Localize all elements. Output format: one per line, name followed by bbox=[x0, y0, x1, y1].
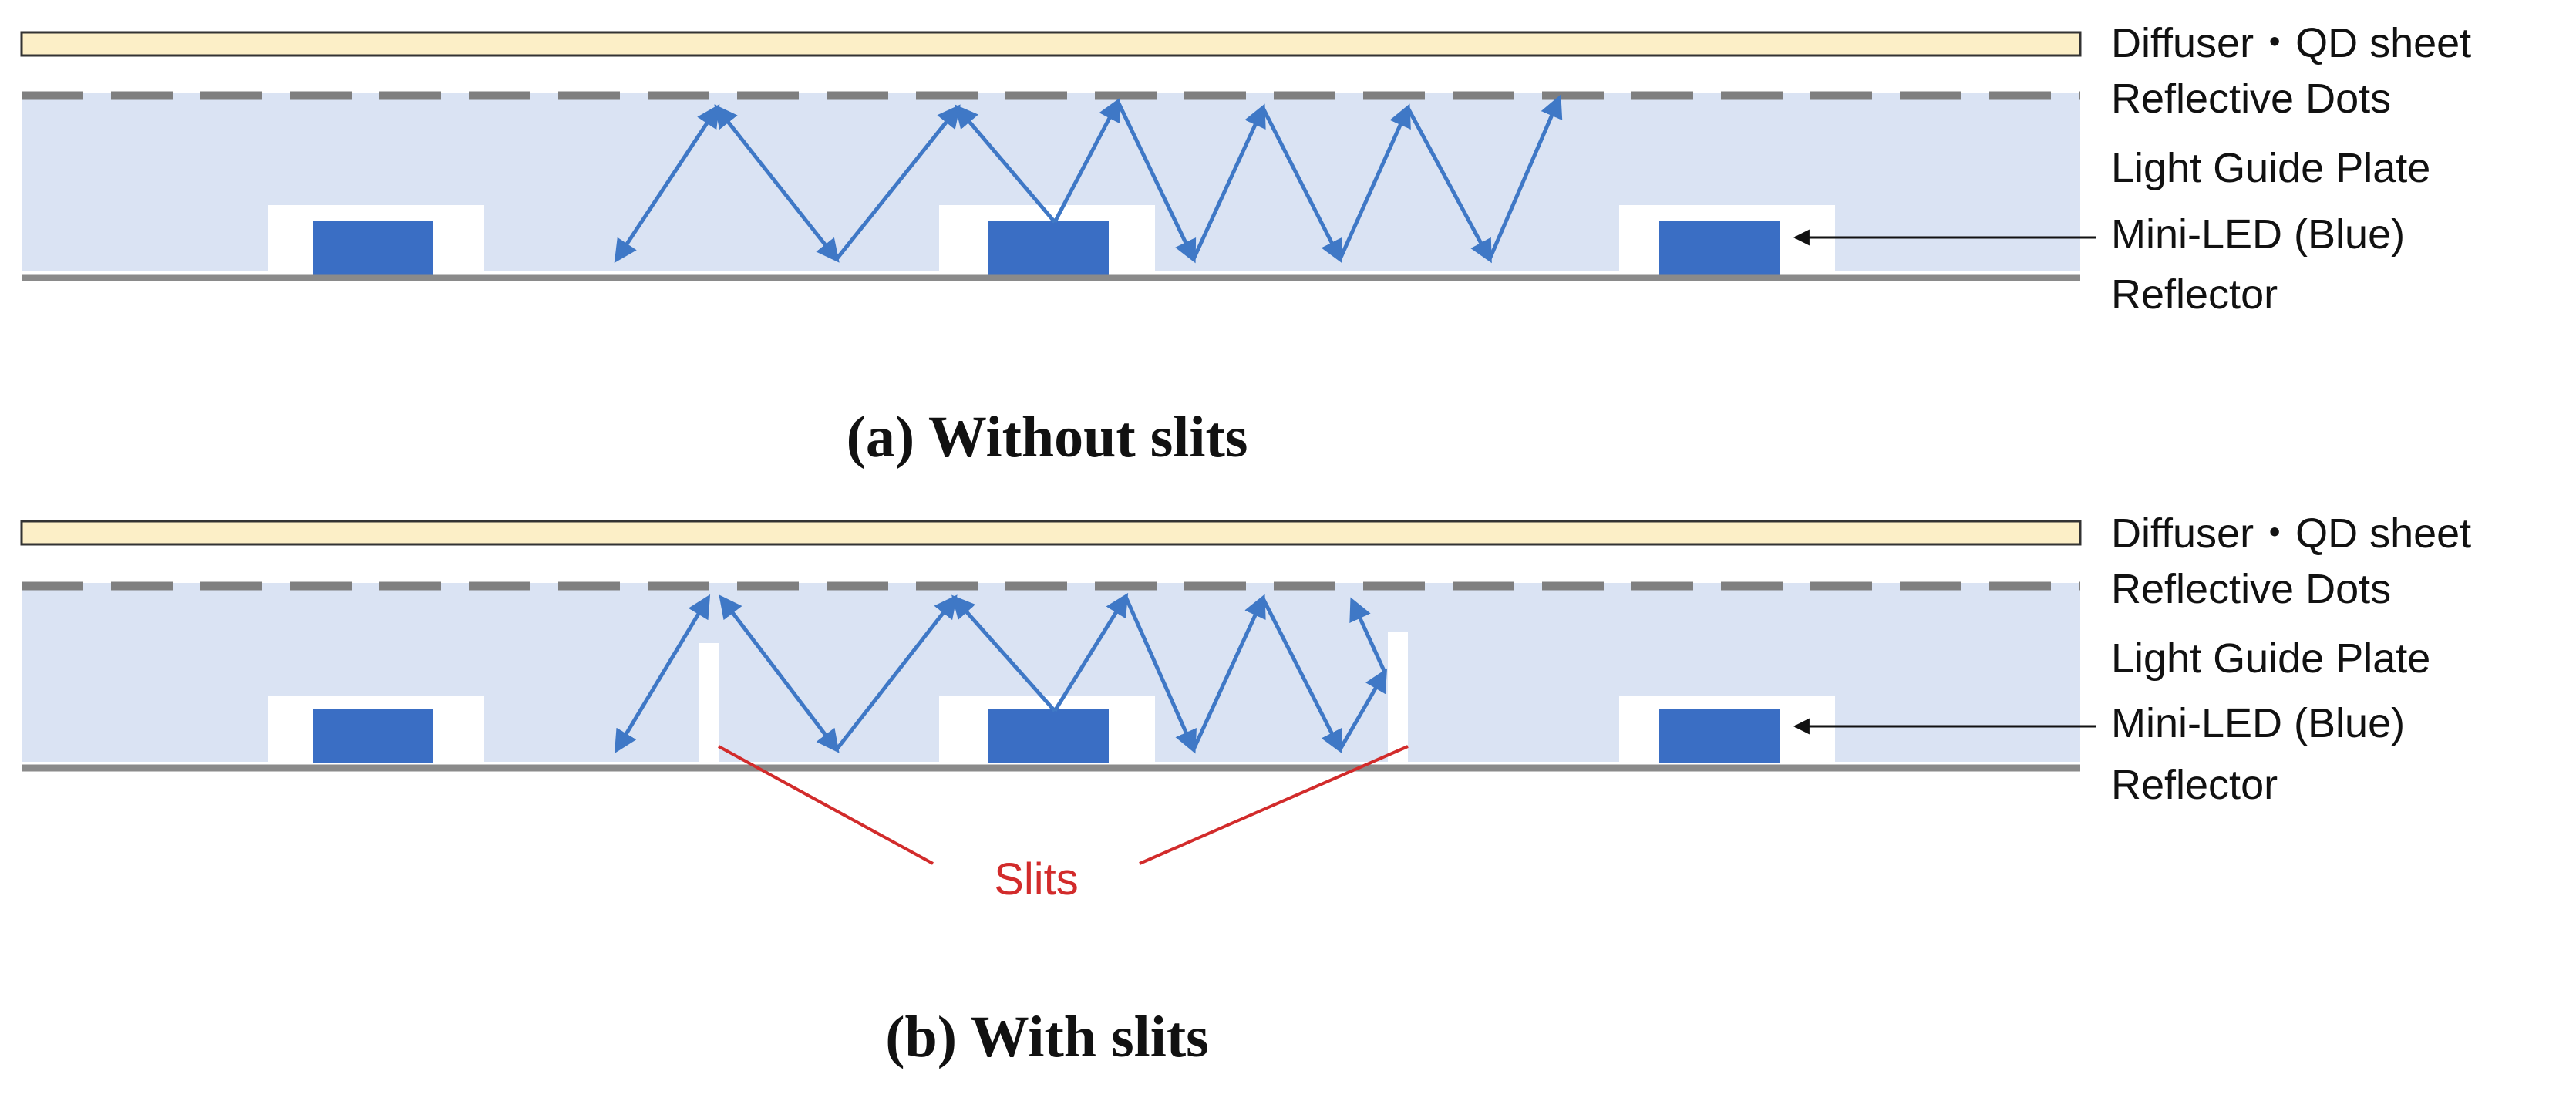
mini-leds-a bbox=[313, 221, 1780, 274]
slit-callout: Slits bbox=[718, 745, 1409, 904]
label-diffuser: Diffuser・QD sheet bbox=[2111, 510, 2471, 557]
slits-label: Slits bbox=[994, 854, 1079, 904]
label-mini-led: Mini-LED (Blue) bbox=[2111, 211, 2405, 258]
light-ray bbox=[1261, 106, 1342, 264]
layer-labels-b: Diffuser・QD sheet Reflective Dots Light … bbox=[2111, 510, 2471, 808]
mini-leds-b bbox=[313, 709, 1780, 763]
light-ray bbox=[1191, 103, 1266, 261]
light-ray bbox=[1338, 668, 1388, 751]
mini-led bbox=[313, 709, 433, 763]
light-ray bbox=[614, 103, 720, 264]
light-ray bbox=[1052, 592, 1129, 712]
slit bbox=[1388, 632, 1408, 766]
light-ray bbox=[1261, 597, 1342, 754]
light-ray bbox=[1191, 594, 1266, 751]
label-reflector: Reflector bbox=[2111, 271, 2278, 318]
light-ray bbox=[719, 594, 840, 753]
light-rays-a bbox=[614, 94, 1563, 264]
slit bbox=[699, 643, 719, 766]
label-light-guide-plate: Light Guide Plate bbox=[2111, 145, 2430, 191]
slit-callout-line bbox=[718, 745, 934, 865]
label-reflective-dots: Reflective Dots bbox=[2111, 76, 2391, 122]
mini-led bbox=[1659, 709, 1780, 763]
light-ray bbox=[1338, 103, 1411, 261]
light-ray bbox=[951, 594, 1056, 712]
mini-led bbox=[1659, 221, 1780, 274]
light-ray bbox=[955, 104, 1056, 224]
diffuser-sheet-a bbox=[20, 31, 2082, 57]
light-ray bbox=[614, 594, 711, 754]
caption-b: (b) With slits bbox=[885, 1005, 1209, 1069]
label-mini-led: Mini-LED (Blue) bbox=[2111, 700, 2405, 746]
layer-labels-a: Diffuser・QD sheet Reflective Dots Light … bbox=[2111, 20, 2471, 318]
light-ray bbox=[835, 104, 961, 261]
label-diffuser: Diffuser・QD sheet bbox=[2111, 20, 2471, 66]
mini-led bbox=[313, 221, 433, 274]
panel-a: Diffuser・QD sheet Reflective Dots Light … bbox=[20, 20, 2471, 470]
slit-callout-line bbox=[1139, 745, 1409, 865]
light-ray bbox=[1349, 597, 1387, 674]
light-ray bbox=[1052, 97, 1120, 224]
mini-led bbox=[988, 221, 1109, 274]
light-ray bbox=[714, 104, 840, 263]
panel-b: Slits Diffuser・QD sheet Reflective Dots … bbox=[20, 510, 2471, 1069]
diffuser-sheet-b bbox=[20, 520, 2082, 546]
caption-a: (a) Without slits bbox=[847, 405, 1248, 470]
label-reflective-dots: Reflective Dots bbox=[2111, 566, 2391, 612]
label-light-guide-plate: Light Guide Plate bbox=[2111, 635, 2430, 682]
light-ray bbox=[835, 594, 958, 751]
mini-led bbox=[988, 709, 1109, 763]
label-reflector: Reflector bbox=[2111, 762, 2278, 808]
light-ray bbox=[1123, 595, 1197, 754]
light-ray bbox=[1116, 100, 1197, 264]
light-ray bbox=[1406, 106, 1492, 264]
light-rays-b bbox=[614, 592, 1388, 754]
light-ray bbox=[1487, 94, 1563, 260]
